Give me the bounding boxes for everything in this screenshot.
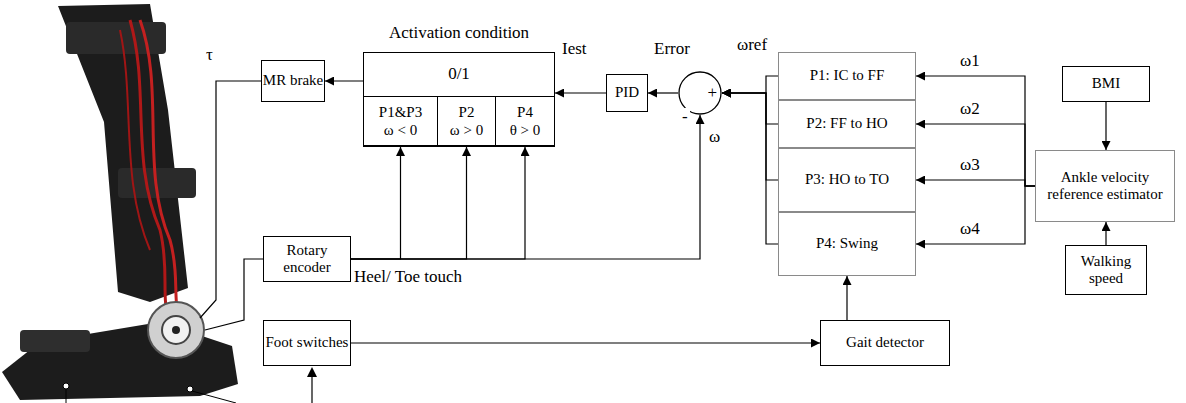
node-label: P4 — [517, 104, 533, 121]
signal-connector — [916, 76, 1035, 186]
node-sublabel: ω < 0 — [384, 122, 417, 139]
sensor-wire — [311, 376, 312, 403]
foot-switch-dot — [63, 383, 69, 389]
node-label: Walking speed — [1066, 253, 1146, 288]
signal-connector — [722, 93, 778, 244]
activation-table: Activation condition0/1P1&P3ω < 0P2ω > 0… — [363, 52, 555, 146]
signal-connector — [325, 80, 363, 81]
node-label: P3: HO to TO — [805, 171, 889, 188]
node-label: PID — [615, 84, 639, 101]
phase-box: P1: IC to FF — [778, 52, 916, 100]
signal-connector — [722, 93, 778, 180]
node-label: P2: FF to HO — [806, 115, 887, 132]
signal-connector — [351, 147, 401, 259]
input-box: Walking speed — [1065, 245, 1147, 295]
signal-label: ω3 — [958, 156, 982, 175]
signal-label: Error — [652, 40, 692, 59]
encoder-wire — [205, 259, 268, 330]
leader-line — [66, 389, 67, 403]
node-sublabel: 0/1 — [364, 64, 554, 84]
signal-connector — [722, 93, 778, 124]
signal-label: Heel/ Toe touch — [352, 268, 464, 287]
signal-connector — [555, 92, 606, 93]
input-box: BMI — [1062, 66, 1150, 102]
signal-connector — [351, 342, 820, 343]
signal-connector — [1105, 222, 1106, 245]
sensor-box: Rotary encoder — [263, 236, 351, 282]
signal-connector — [846, 276, 847, 320]
node-label: P1&P3 — [379, 104, 422, 121]
mr-brake-unit — [148, 302, 204, 358]
node-sublabel: θ > 0 — [510, 122, 541, 139]
node-label: Rotary encoder — [264, 242, 350, 277]
signal-label: Iest — [560, 40, 589, 59]
signal-connector — [722, 76, 778, 93]
torque-wire — [200, 81, 266, 318]
wire — [140, 20, 180, 318]
condition-cell: P2ω > 0 — [437, 96, 496, 147]
signal-label: ω1 — [958, 52, 982, 71]
arrowhead — [307, 367, 317, 377]
wire — [120, 30, 150, 250]
signal-label: ω4 — [958, 220, 982, 239]
sign-symbol: - — [680, 108, 690, 127]
node-label: + — [707, 83, 717, 103]
signal-connector — [916, 186, 1035, 244]
condition-cell: P4θ > 0 — [495, 96, 555, 147]
signal-label: ωref — [735, 36, 769, 55]
leader-line — [192, 391, 236, 403]
node-label: MR brake — [263, 72, 323, 89]
signal-connector — [916, 180, 1035, 186]
torque-symbol: τ — [204, 46, 215, 65]
signal-connector — [648, 92, 678, 93]
calf-shell — [58, 4, 188, 302]
signal-connector — [1105, 102, 1106, 150]
signal-connector — [916, 124, 1035, 186]
condition-cell: P1&P3ω < 0 — [363, 96, 438, 147]
sensor-box: Foot switches — [263, 320, 351, 366]
node-label: Ankle velocity reference estimator — [1036, 169, 1174, 204]
signal-connector — [351, 147, 525, 259]
node-label: P1: IC to FF — [810, 67, 885, 84]
signal-connector — [351, 115, 700, 259]
shaft-center — [172, 326, 180, 334]
node-label: Activation condition — [389, 23, 529, 43]
detector-box: Gait detector — [820, 320, 950, 366]
node-label: Foot switches — [266, 334, 349, 351]
phase-box: P3: HO to TO — [778, 148, 916, 212]
phase-box: P4: Swing — [778, 212, 916, 276]
upper-strap — [66, 22, 166, 54]
node-label: P2 — [459, 104, 475, 121]
node-label: Gait detector — [846, 334, 924, 351]
signal-label: ω2 — [958, 100, 982, 119]
node-label: P4: Swing — [816, 235, 878, 252]
controller-box: PID — [606, 74, 648, 112]
toe-strap — [20, 330, 90, 352]
phase-box: P2: FF to HO — [778, 100, 916, 148]
node-label: BMI — [1092, 75, 1120, 92]
rotary-shaft — [162, 316, 190, 344]
signal-connector — [351, 147, 467, 259]
signal-label: ω — [707, 128, 722, 147]
actuator-box: MR brake — [261, 60, 325, 102]
node-sublabel: ω > 0 — [450, 122, 483, 139]
estimator-box: Ankle velocity reference estimator — [1035, 150, 1175, 222]
